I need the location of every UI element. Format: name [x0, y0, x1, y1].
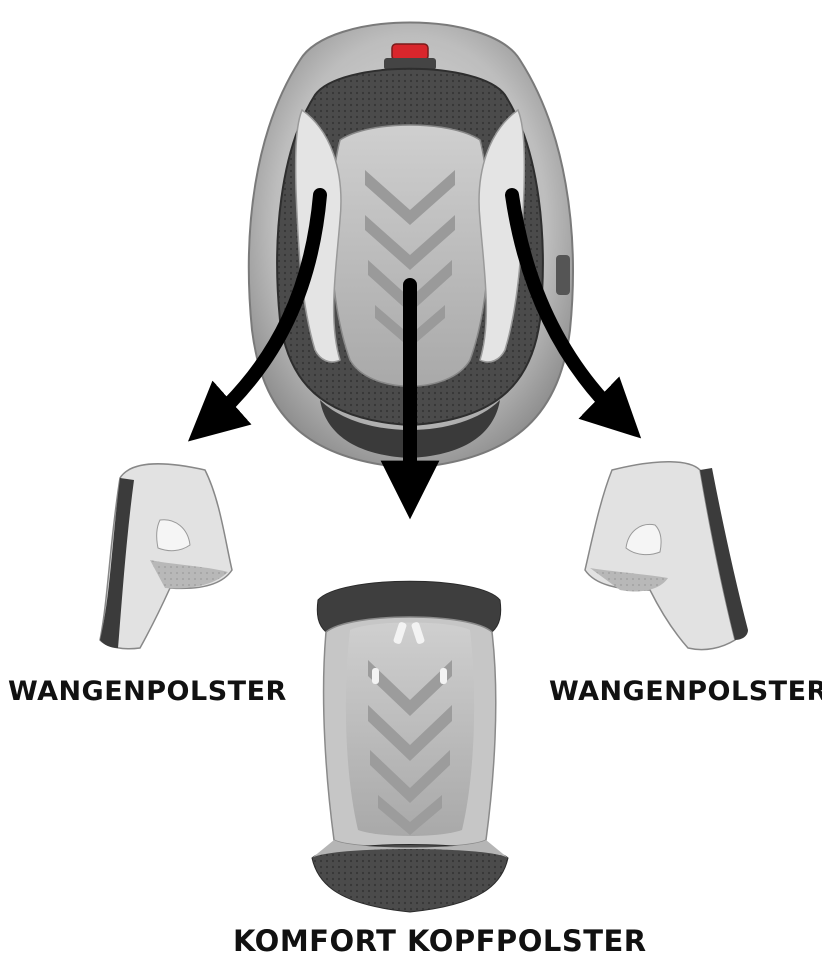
head-pad-label: KOMFORT KOPFPOLSTER — [233, 924, 647, 958]
cheek-pad-left-label: WANGENPOLSTER — [8, 676, 287, 707]
right-cheek-pad-image — [585, 462, 748, 650]
left-cheek-pad-image — [100, 464, 232, 649]
cheek-pad-right-label: WANGENPOLSTER — [549, 676, 822, 707]
comfort-head-pad-image — [312, 581, 508, 912]
